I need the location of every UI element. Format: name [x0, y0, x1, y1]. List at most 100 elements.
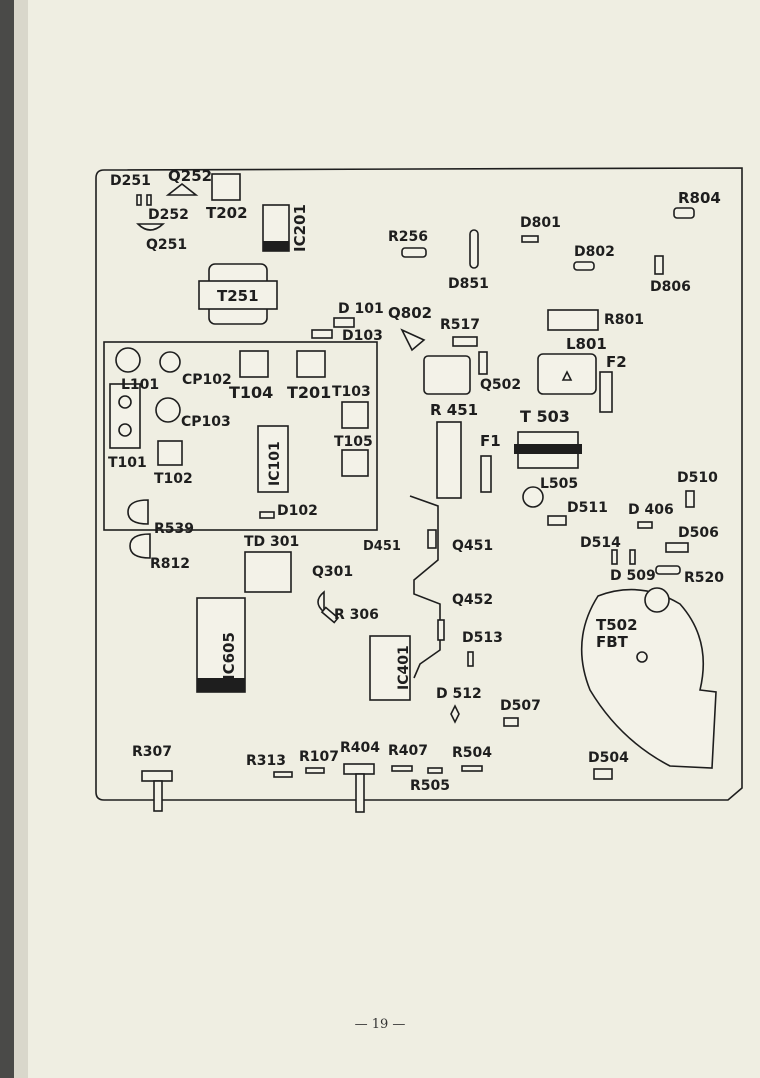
label-q301: Q301 [312, 564, 353, 580]
d252-symbol [146, 194, 152, 206]
r504-symbol [461, 765, 483, 772]
r520-symbol [655, 565, 681, 575]
t105-symbol [341, 449, 369, 477]
label-d504: D504 [588, 750, 629, 766]
r812-symbol [129, 533, 151, 559]
label-d451: D451 [363, 539, 401, 554]
d512-symbol [450, 704, 460, 724]
td301-symbol [244, 551, 292, 593]
label-r539: R539 [154, 521, 194, 537]
label-d514: D514 [580, 535, 621, 551]
scan-edge-shadow [0, 0, 14, 1078]
ic201-pin-row [263, 241, 289, 251]
label-r313: R313 [246, 753, 286, 769]
label-r505: R505 [410, 778, 450, 794]
label-ic401: IC401 [396, 645, 412, 690]
label-f1: F1 [480, 432, 501, 450]
d504-symbol [593, 768, 613, 780]
label-d103: D103 [342, 328, 383, 344]
label-l101: L101 [121, 377, 159, 393]
r407-symbol [391, 765, 413, 772]
label-l505: L505 [540, 476, 578, 492]
label-t101: T101 [108, 455, 147, 471]
cp103-symbol [155, 397, 181, 423]
d103-symbol [311, 329, 333, 339]
label-r256: R256 [388, 229, 428, 245]
d513-symbol [467, 651, 474, 667]
label-q251: Q251 [146, 237, 187, 253]
d514-symbol [611, 549, 618, 565]
d251-symbol [136, 194, 142, 206]
label-d802: D802 [574, 244, 615, 260]
r256-symbol [401, 247, 427, 258]
q301-symbol [317, 590, 325, 614]
t103-symbol [341, 401, 369, 429]
d806-symbol [654, 255, 664, 275]
l101-symbol [115, 347, 141, 373]
t502-anode-cap [644, 587, 670, 613]
q502-symbol [478, 351, 488, 375]
label-q252: Q252 [168, 167, 212, 185]
t104-symbol [239, 350, 269, 378]
label-d806: D806 [650, 279, 691, 295]
label-r307: R307 [132, 744, 172, 760]
cp102-symbol [159, 351, 181, 373]
label-r107: R107 [299, 749, 339, 765]
f2-symbol [599, 371, 613, 413]
label-ic101: IC101 [267, 441, 283, 486]
shield-outline [103, 341, 378, 531]
t102-symbol [157, 440, 183, 466]
label-t502: T502 [596, 616, 638, 634]
t202-symbol [211, 173, 241, 201]
d102-symbol [259, 511, 275, 519]
r801-symbol [547, 309, 599, 331]
label-r451: R 451 [430, 401, 478, 419]
d511-symbol [547, 515, 567, 526]
label-r504: R504 [452, 745, 492, 761]
label-ic201: IC201 [291, 204, 309, 252]
label-t201: T201 [287, 383, 331, 402]
t101-symbol [109, 383, 141, 449]
label-r520: R520 [684, 570, 724, 586]
page-number: — 19 — [354, 1017, 406, 1032]
r804-symbol [673, 207, 695, 219]
label-cp103: CP103 [181, 414, 231, 430]
label-d511: D511 [567, 500, 608, 516]
label-d513: D513 [462, 630, 503, 646]
label-r801: R801 [604, 312, 644, 328]
f1-symbol [480, 455, 492, 493]
label-cp102: CP102 [182, 372, 232, 388]
d451-symbol [427, 529, 437, 549]
label-q451: Q451 [452, 538, 493, 554]
q802-symbol [400, 328, 426, 352]
label-r404: R404 [340, 740, 380, 756]
label-r306: R 306 [334, 607, 379, 623]
label-t104: T104 [229, 383, 273, 402]
d506-symbol [665, 542, 689, 553]
label-d507: D507 [500, 698, 541, 714]
d406-symbol [637, 521, 653, 529]
scan-edge-fade [14, 0, 28, 1078]
d507-symbol [503, 717, 519, 727]
label-q502: Q502 [480, 377, 521, 393]
q252-symbol [165, 182, 199, 196]
l801-symbol [537, 353, 597, 395]
q251-symbol [136, 223, 166, 231]
r313-symbol [273, 771, 293, 778]
label-d512: D 512 [436, 686, 482, 702]
label-l801: L801 [566, 335, 607, 353]
d509-symbol [629, 549, 636, 565]
d801-symbol [521, 235, 539, 243]
q452-symbol [437, 619, 445, 641]
r307-symbol [141, 770, 173, 782]
t502-mount-hole [636, 651, 648, 663]
d101-symbol [333, 317, 355, 328]
label-fbt: FBT [596, 633, 629, 651]
t101-pin-top [118, 395, 132, 409]
r451-symbol [436, 421, 462, 499]
label-ic605: IC605 [220, 632, 238, 680]
label-t251: T251 [217, 287, 259, 305]
label-q452: Q452 [452, 592, 493, 608]
r107-symbol [305, 767, 325, 774]
